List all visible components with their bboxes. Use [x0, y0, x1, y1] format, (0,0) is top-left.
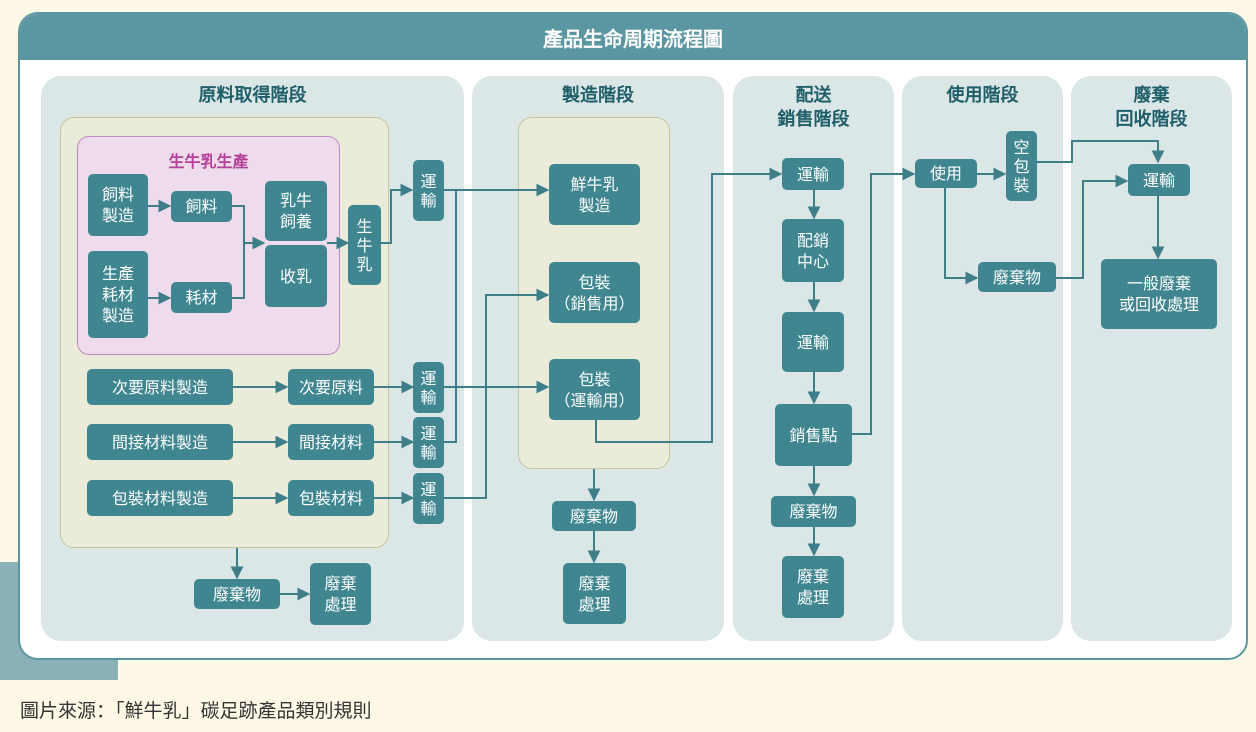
node-raw-stage-waste: 廢棄物 [194, 579, 280, 609]
node-manufacturing-waste: 廢棄物 [552, 501, 636, 531]
node-empty-package: 空 包 裝 [1006, 131, 1037, 201]
node-transport-raw-milk: 運 輸 [413, 160, 444, 221]
stage-title-raw: 原料取得階段 [198, 85, 307, 106]
node-fresh-milk-manufacturing: 鮮牛乳 製造 [549, 164, 640, 225]
node-feed: 飼料 [171, 191, 232, 222]
stage-title-distribution: 配送 銷售階段 [777, 85, 850, 130]
node-feed-manufacturing: 飼料 製造 [88, 174, 148, 236]
node-recycling-transport: 運輸 [1128, 164, 1190, 196]
node-distribution-transport-1: 運輸 [782, 158, 844, 190]
page-title: 產品生命周期流程圖 [20, 14, 1246, 60]
node-indirect-materials: 間接材料 [288, 424, 374, 460]
node-distribution-waste: 廢棄物 [771, 496, 856, 527]
node-distribution-waste-treatment: 廢棄 處理 [782, 556, 844, 618]
stage-title-disposal: 廢棄 回收階段 [1115, 85, 1188, 130]
node-raw-stage-waste-treatment: 廢棄 處理 [310, 563, 371, 625]
node-use: 使用 [915, 159, 977, 188]
node-distribution-center: 配銷 中心 [782, 219, 844, 282]
node-packaging-materials-manufacturing: 包裝材料製造 [87, 480, 233, 516]
node-secondary-materials: 次要原料 [288, 369, 374, 405]
stage-title-use: 使用階段 [946, 85, 1019, 106]
node-indirect-materials-manufacturing: 間接材料製造 [87, 424, 233, 460]
node-transport-indirect: 運 輸 [413, 417, 444, 468]
node-transport-secondary: 運 輸 [413, 362, 444, 413]
node-secondary-materials-manufacturing: 次要原料製造 [87, 369, 233, 405]
node-consumables: 耗材 [171, 282, 232, 313]
node-raw-milk: 生 牛 乳 [348, 205, 381, 285]
node-consumables-manufacturing: 生產 耗材 製造 [88, 251, 148, 338]
node-distribution-transport-2: 運輸 [782, 312, 844, 372]
node-manufacturing-waste-treatment: 廢棄 處理 [563, 563, 626, 624]
node-packaging-for-transport: 包裝 （運輸用） [549, 359, 640, 420]
node-milking: 收乳 [265, 245, 327, 307]
raw-milk-zone-title: 生牛乳生產 [168, 152, 249, 171]
node-transport-packaging: 運 輸 [413, 473, 444, 524]
image-source-caption: 圖片來源：「鮮牛乳」碳足跡產品類別規則 [20, 700, 372, 722]
node-dairy-cow-raising: 乳牛 飼養 [265, 181, 327, 241]
node-general-waste-or-recycling: 一般廢棄 或回收處理 [1101, 259, 1217, 329]
stage-title-manufacture: 製造階段 [562, 85, 634, 106]
node-packaging-materials: 包裝材料 [288, 480, 374, 516]
node-use-waste: 廢棄物 [978, 262, 1056, 292]
node-point-of-sale: 銷售點 [775, 404, 852, 466]
node-packaging-for-sale: 包裝 （銷售用） [549, 262, 640, 323]
